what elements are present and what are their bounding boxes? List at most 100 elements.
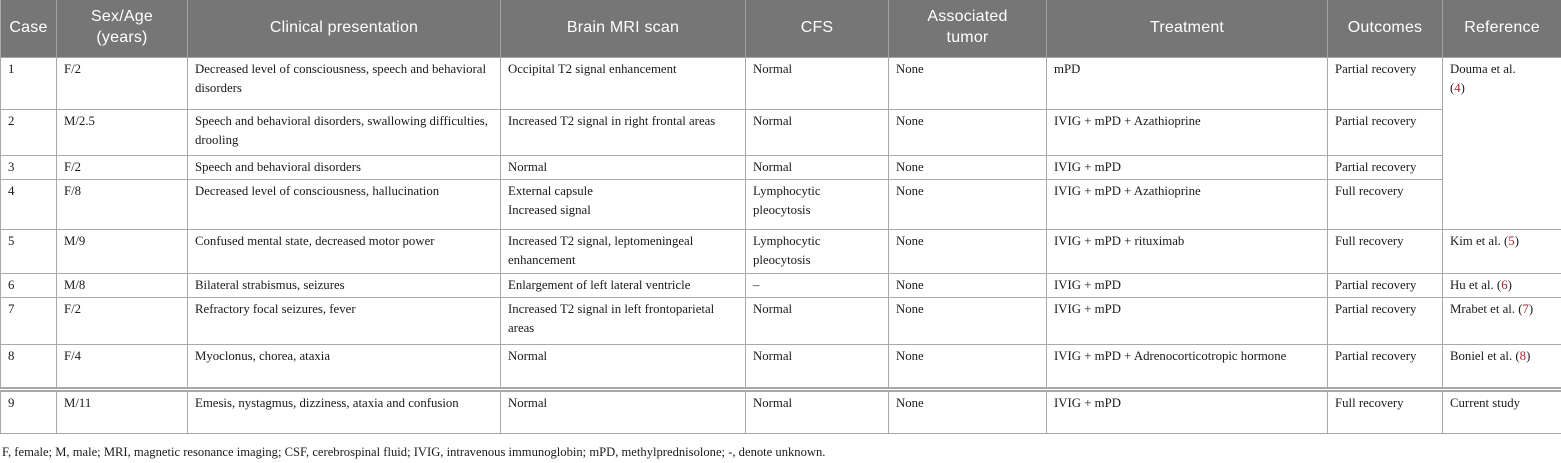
cell-clinical: Myoclonus, chorea, ataxia <box>187 343 501 390</box>
column-header-sex_age: Sex/Age (years) <box>56 0 188 58</box>
cell-tumor: None <box>888 296 1047 345</box>
cell-reference: Mrabet et al. (7) <box>1442 296 1561 345</box>
cell-sex_age: F/2 <box>56 154 188 180</box>
cell-tumor: None <box>888 108 1047 156</box>
cell-mri: Normal <box>500 343 746 390</box>
citation-number: 6 <box>1501 277 1508 292</box>
cell-outcomes: Full recovery <box>1327 386 1443 434</box>
cell-clinical: Speech and behavioral disorders <box>187 154 501 180</box>
cell-cfs: Normal <box>745 56 889 110</box>
citation-number: 4 <box>1454 80 1461 95</box>
cell-reference: Hu et al. (6) <box>1442 272 1561 298</box>
cell-case: 3 <box>0 154 57 180</box>
cell-outcomes: Partial recovery <box>1327 108 1443 156</box>
cell-cfs: Normal <box>745 386 889 434</box>
cell-tumor: None <box>888 154 1047 180</box>
cell-tumor: None <box>888 228 1047 274</box>
cell-case: 5 <box>0 228 57 274</box>
cell-treatment: IVIG + mPD <box>1046 386 1328 434</box>
column-header-reference: Reference <box>1442 0 1561 58</box>
cell-sex_age: F/2 <box>56 56 188 110</box>
cell-cfs: – <box>745 272 889 298</box>
cell-treatment: IVIG + mPD <box>1046 296 1328 345</box>
column-header-outcomes: Outcomes <box>1327 0 1443 58</box>
cell-tumor: None <box>888 386 1047 434</box>
cell-treatment: IVIG + mPD + Azathioprine <box>1046 108 1328 156</box>
cell-cfs: Normal <box>745 296 889 345</box>
cell-tumor: None <box>888 272 1047 298</box>
cell-mri: External capsule Increased signal <box>500 178 746 230</box>
cell-treatment: IVIG + mPD + rituximab <box>1046 228 1328 274</box>
cell-clinical: Confused mental state, decreased motor p… <box>187 228 501 274</box>
cell-sex_age: M/2.5 <box>56 108 188 156</box>
cell-clinical: Decreased level of consciousness, speech… <box>187 56 501 110</box>
cell-clinical: Bilateral strabismus, seizures <box>187 272 501 298</box>
cell-reference: Kim et al. (5) <box>1442 228 1561 274</box>
cell-case: 2 <box>0 108 57 156</box>
cell-outcomes: Full recovery <box>1327 228 1443 274</box>
cell-mri: Normal <box>500 154 746 180</box>
cell-outcomes: Partial recovery <box>1327 56 1443 110</box>
cell-treatment: IVIG + mPD + Adrenocorticotropic hormone <box>1046 343 1328 390</box>
cell-tumor: None <box>888 56 1047 110</box>
cell-case: 9 <box>0 386 57 434</box>
citation-number: 7 <box>1522 301 1529 316</box>
column-header-cfs: CFS <box>745 0 889 58</box>
cell-reference: Boniel et al. (8) <box>1442 343 1561 390</box>
cell-outcomes: Full recovery <box>1327 178 1443 230</box>
cell-cfs: Lymphocytic pleocytosis <box>745 178 889 230</box>
cell-tumor: None <box>888 178 1047 230</box>
cell-reference: Douma et al. (4) <box>1442 56 1561 230</box>
cell-case: 4 <box>0 178 57 230</box>
footnote-text: F, female; M, male; MRI, magnetic resona… <box>2 444 826 459</box>
column-header-clinical: Clinical presentation <box>187 0 501 58</box>
cell-sex_age: M/8 <box>56 272 188 298</box>
cell-outcomes: Partial recovery <box>1327 343 1443 390</box>
citation-number: 8 <box>1519 348 1527 363</box>
cell-cfs: Normal <box>745 108 889 156</box>
cell-case: 6 <box>0 272 57 298</box>
cell-cfs: Normal <box>745 343 889 390</box>
cell-case: 8 <box>0 343 57 390</box>
cell-outcomes: Partial recovery <box>1327 272 1443 298</box>
cell-cfs: Lymphocytic pleocytosis <box>745 228 889 274</box>
cell-case: 1 <box>0 56 57 110</box>
column-header-mri: Brain MRI scan <box>500 0 746 58</box>
cell-sex_age: F/4 <box>56 343 188 390</box>
cell-treatment: mPD <box>1046 56 1328 110</box>
cell-mri: Increased T2 signal in left frontopariet… <box>500 296 746 345</box>
cell-mri: Increased T2 signal, leptomeningeal enha… <box>500 228 746 274</box>
cell-mri: Normal <box>500 386 746 434</box>
column-header-tumor: Associated tumor <box>888 0 1047 58</box>
cell-treatment: IVIG + mPD <box>1046 272 1328 298</box>
cell-outcomes: Partial recovery <box>1327 296 1443 345</box>
column-header-case: Case <box>0 0 57 58</box>
cell-sex_age: F/2 <box>56 296 188 345</box>
cell-treatment: IVIG + mPD + Azathioprine <box>1046 178 1328 230</box>
cell-reference: Current study <box>1442 386 1561 434</box>
cell-mri: Occipital T2 signal enhancement <box>500 56 746 110</box>
cell-sex_age: F/8 <box>56 178 188 230</box>
cell-clinical: Decreased level of consciousness, halluc… <box>187 178 501 230</box>
cell-clinical: Refractory focal seizures, fever <box>187 296 501 345</box>
cell-treatment: IVIG + mPD <box>1046 154 1328 180</box>
cell-sex_age: M/9 <box>56 228 188 274</box>
column-header-treatment: Treatment <box>1046 0 1328 58</box>
cell-case: 7 <box>0 296 57 345</box>
cell-mri: Enlargement of left lateral ventricle <box>500 272 746 298</box>
cell-mri: Increased T2 signal in right frontal are… <box>500 108 746 156</box>
